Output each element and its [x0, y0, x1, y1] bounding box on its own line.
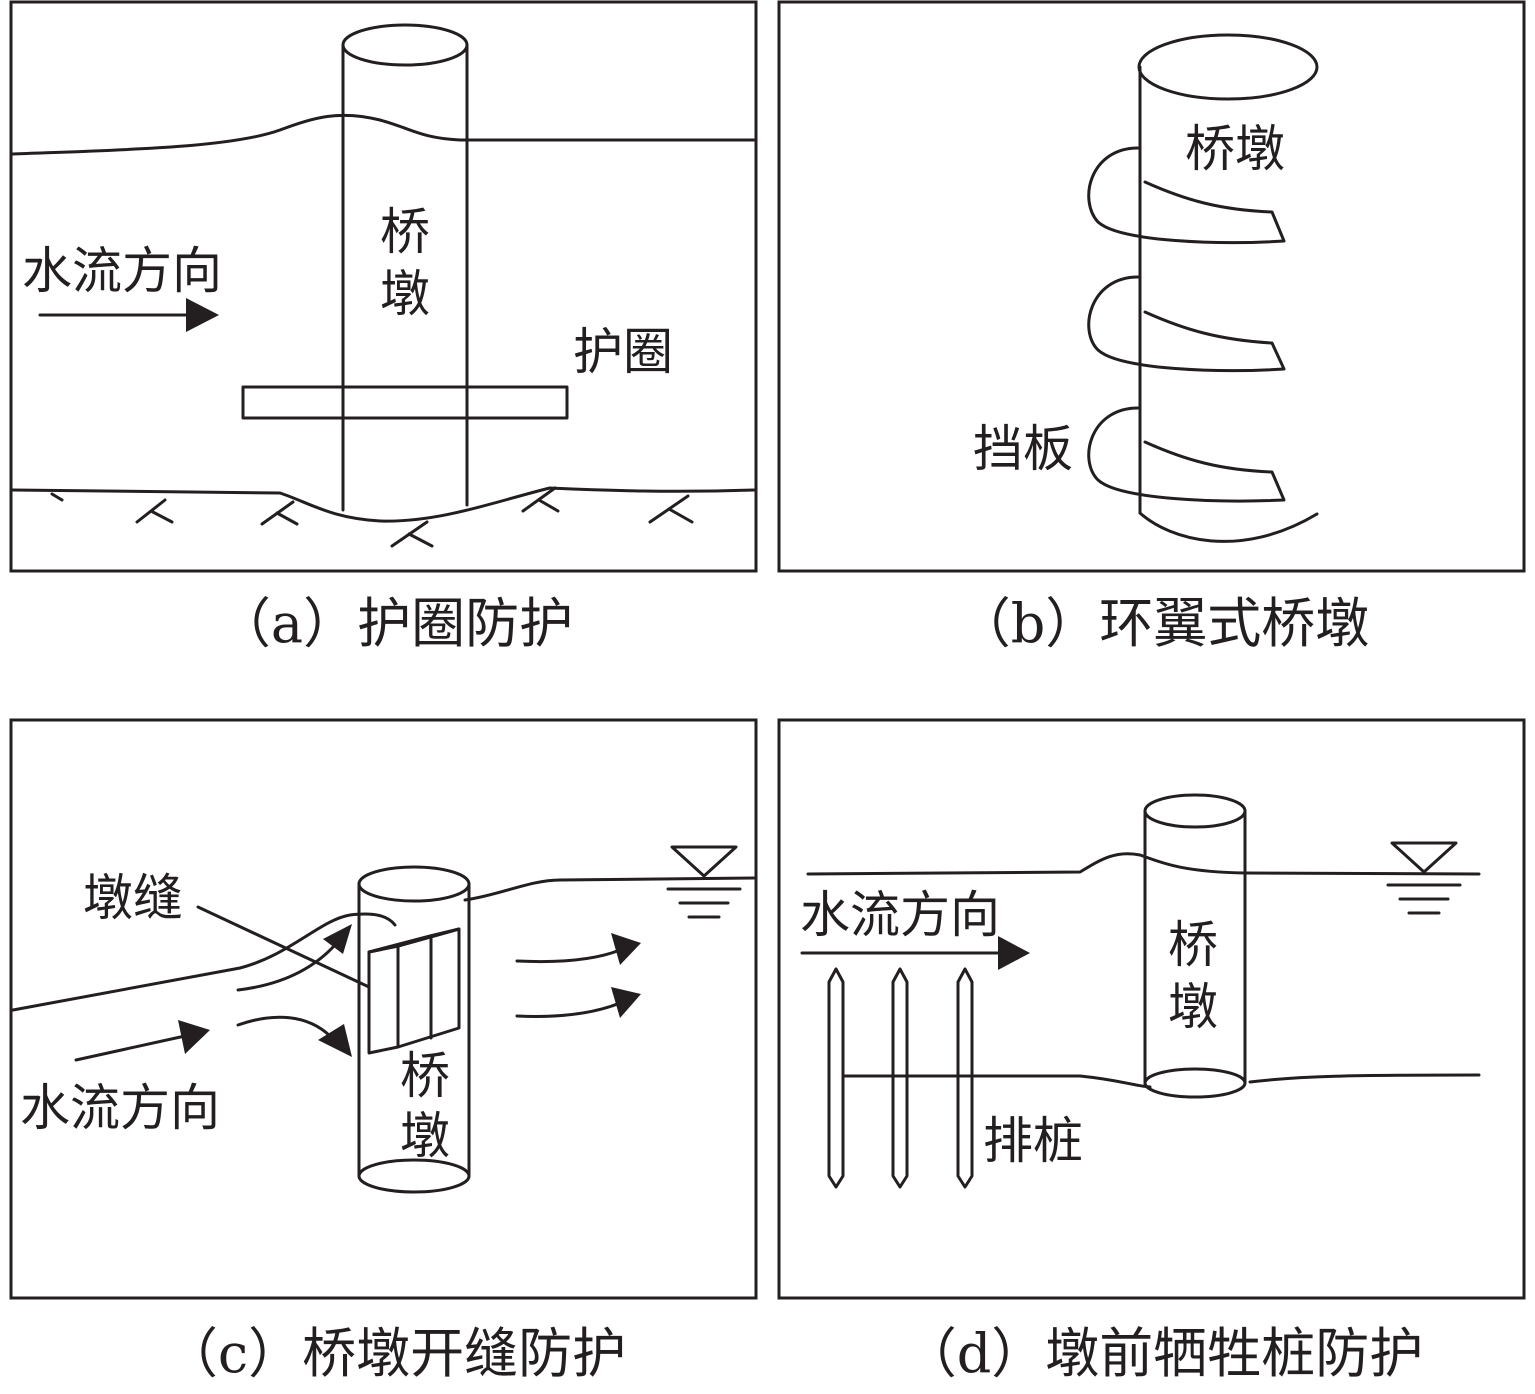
panel-d: 水流方向 桥 墩 排桩 — [777, 718, 1526, 1300]
water-surface-line — [11, 113, 756, 156]
pier-label-line1: 桥 — [380, 203, 430, 261]
piles-label: 排桩 — [983, 1112, 1083, 1170]
slot-label: 墩缝 — [83, 869, 183, 927]
bridge-pier — [1137, 33, 1319, 515]
pier-label-line1: 桥 — [1168, 916, 1218, 974]
panel-d-frame — [777, 718, 1526, 1300]
pier-slot — [367, 927, 461, 1055]
pier-label-line2: 墩 — [1168, 978, 1218, 1036]
flow-direction-label: 水流方向 — [800, 886, 1000, 944]
panel-c-caption: （c）桥墩开缝防护 — [164, 1322, 626, 1385]
ring-label: 护圈 — [573, 323, 673, 381]
flow-direction-label: 水流方向 — [20, 1079, 220, 1137]
panel-b-frame — [777, 0, 1526, 573]
water-surface-line-downstream — [463, 876, 756, 902]
panel-a: 水流方向 桥 墩 护圈 — [9, 0, 758, 573]
flow-direction-arrow — [38, 298, 219, 332]
soil-hatch-marks — [45, 486, 694, 548]
water-level-symbol — [666, 845, 742, 919]
panel-a-caption: （a）护圈防护 — [217, 592, 573, 655]
flow-direction-label: 水流方向 — [22, 242, 222, 300]
pier-label-line1: 桥 — [400, 1047, 450, 1105]
riverbed-line — [11, 486, 756, 523]
baffle-label: 挡板 — [973, 420, 1073, 478]
pier-label: 桥墩 — [1185, 120, 1285, 178]
water-level-symbol — [1386, 841, 1462, 915]
water-surface-line — [806, 852, 1481, 876]
panel-d-caption: （d）墩前牺牲桩防护 — [903, 1322, 1424, 1385]
flow-direction-arrow — [800, 936, 1030, 970]
riverbed-line — [843, 1073, 1481, 1089]
panel-b: 桥墩 挡板 — [777, 0, 1526, 573]
water-surface-line — [11, 912, 397, 1012]
panel-c: 墩缝 水流方向 桥 墩 — [9, 718, 758, 1300]
panel-b-caption: （b）环翼式桥墩 — [957, 592, 1370, 655]
upstream-flow-arrows — [236, 924, 352, 1057]
baffle-wings — [1087, 146, 1319, 543]
bridge-pier — [341, 23, 469, 512]
panel-a-frame — [9, 0, 758, 573]
protective-ring — [241, 385, 569, 420]
bridge-pier — [1143, 793, 1247, 1099]
sacrificial-piles — [827, 967, 974, 1189]
flow-direction-arrow — [74, 1020, 210, 1062]
pier-label-line2: 墩 — [400, 1107, 450, 1165]
downstream-flow-arrows — [515, 933, 641, 1018]
slot-leader-line — [196, 905, 371, 989]
pier-label-line2: 墩 — [380, 265, 430, 323]
panel-c-frame — [9, 718, 758, 1300]
bridge-pier — [357, 865, 471, 1194]
